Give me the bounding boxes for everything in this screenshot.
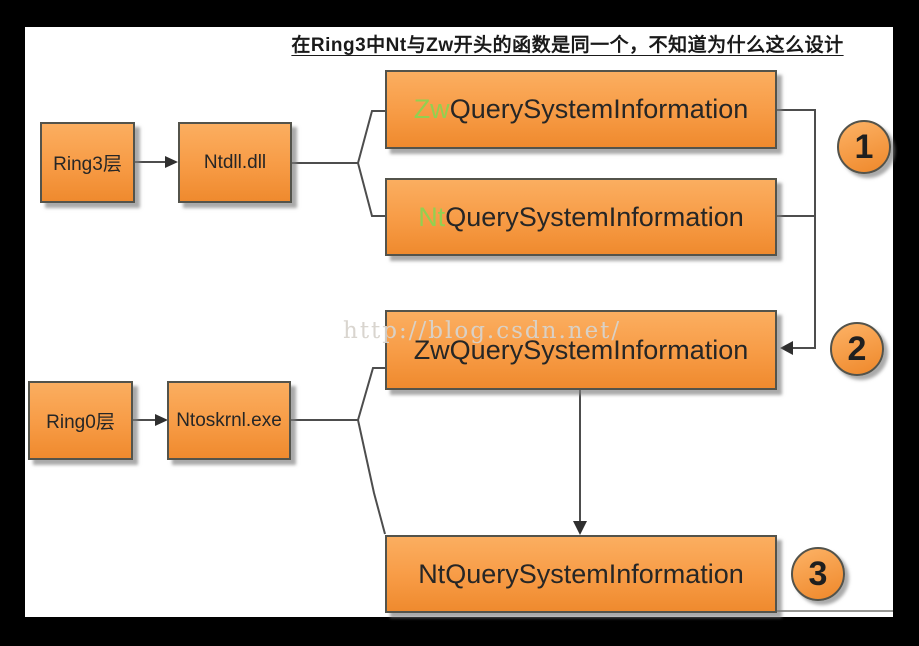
node-nt-kernel-label: NtQuerySystemInformation	[418, 558, 744, 589]
node-ntoskrnl: Ntoskrnl.exe	[167, 381, 291, 460]
node-ntquerysysteminformation-kernel: NtQuerySystemInformation	[385, 535, 777, 613]
diagram-title: 在Ring3中Nt与Zw开头的函数是同一个，不知道为什么这么设计	[291, 35, 844, 56]
nt-rest: QuerySystemInformation	[445, 201, 744, 232]
node-ring3: Ring3层	[40, 122, 135, 203]
zw-rest: QuerySystemInformation	[449, 94, 749, 124]
node-ring3-label: Ring3层	[53, 154, 122, 175]
badge-step-3-number: 3	[808, 554, 828, 593]
node-ntquerysysteminformation-user: NtQuerySystemInformation	[385, 178, 777, 256]
node-ntdll-label: Ntdll.dll	[203, 151, 267, 173]
node-ntoskrnl-label: Ntoskrnl.exe	[176, 409, 282, 431]
badge-step-2: 2	[830, 322, 884, 376]
node-ring0: Ring0层	[28, 381, 133, 460]
zw-prefix-green: Zw	[413, 94, 450, 124]
node-zw-user-label: ZwQuerySystemInformation	[414, 94, 749, 125]
node-ntdll: Ntdll.dll	[178, 122, 292, 203]
badge-step-3: 3	[791, 547, 845, 601]
badge-step-1: 1	[837, 120, 891, 174]
badge-step-1-number: 1	[854, 127, 874, 166]
watermark-text: http://blog.csdn.net/	[343, 318, 622, 344]
nt-prefix-green: Nt	[418, 201, 446, 232]
diagram-page: 在Ring3中Nt与Zw开头的函数是同一个，不知道为什么这么设计 http://…	[25, 27, 893, 617]
node-nt-user-label: NtQuerySystemInformation	[418, 202, 744, 233]
node-ring0-label: Ring0层	[46, 412, 115, 433]
badge-step-2-number: 2	[847, 329, 867, 368]
node-zwquerysysteminformation-user: ZwQuerySystemInformation	[385, 70, 777, 149]
